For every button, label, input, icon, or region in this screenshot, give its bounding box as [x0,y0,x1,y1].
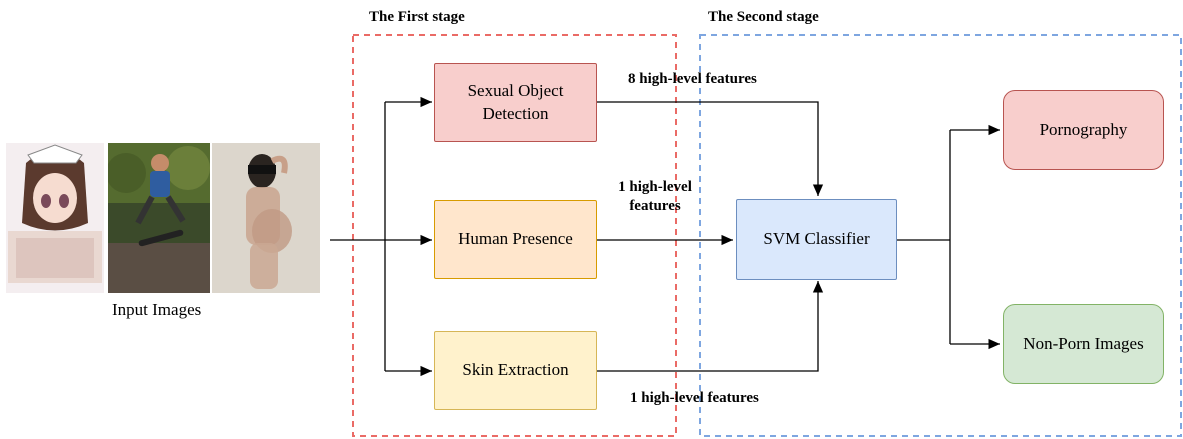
skin-extraction-box: Skin Extraction [434,331,597,410]
sexual-object-detection-box: Sexual Object Detection [434,63,597,142]
skin-extraction-label: Skin Extraction [462,360,569,380]
sexual-to-svm [597,101,824,196]
human-presence-label: Human Presence [458,229,573,249]
first-stage-label: The First stage [369,9,465,25]
input-images-caption: Input Images [112,300,202,319]
skin-to-svm [597,281,824,372]
sexual-features-label: 8 high-level features [628,71,757,87]
skin-features-label: 1 high-level features [630,390,759,406]
first-stage-frame [352,34,677,437]
sexual-object-detection-label: Sexual Object Detection [467,81,564,123]
second-stage-label: The Second stage [708,9,819,25]
pornography-output-box: Pornography [1003,90,1164,170]
pornography-label: Pornography [1039,119,1128,139]
non-porn-output-box: Non-Porn Images [1003,304,1164,384]
svm-classifier-box: SVM Classifier [736,199,897,280]
non-porn-label: Non-Porn Images [1023,333,1144,353]
human-presence-box: Human Presence [434,200,597,279]
input-image-person [212,143,320,293]
second-stage-frame [699,34,1182,437]
input-image-skateboard [108,143,210,293]
svm-classifier-label: SVM Classifier [763,229,870,249]
input-image-anime [6,143,104,293]
human-features-label: 1 high-level features [618,179,692,214]
